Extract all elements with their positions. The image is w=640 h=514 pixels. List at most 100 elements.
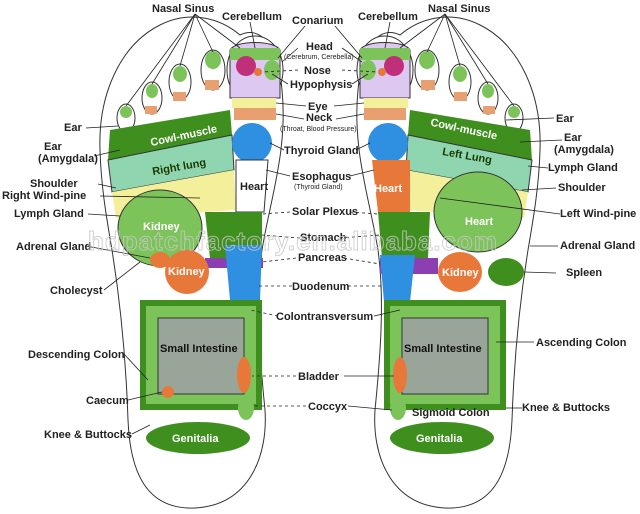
label-right-wind-pine: Right Wind-pine [2, 190, 86, 202]
labels: Nasal Sinus Cerebellum Conarium Cerebell… [2, 3, 636, 441]
label-pancreas: Pancreas [298, 252, 347, 264]
left-duodenum [225, 245, 262, 300]
right-kidney-label: Kidney [442, 267, 480, 279]
right-cerebellum [360, 48, 410, 60]
left-small-intestine-label: Small Intestine [160, 343, 238, 355]
right-brain-dot [384, 56, 404, 76]
left-kidney-small [165, 250, 209, 294]
label-adrenal-gland-right: Adrenal Gland [560, 240, 635, 252]
label-thyroid-gland: Thyroid Gland [284, 145, 359, 157]
left-bladder [237, 357, 251, 393]
right-thyroid [368, 123, 408, 163]
watermark-text: hdpatchfactory.en.alibaba.com [88, 226, 498, 256]
label-shoulder-left: Shoulder [30, 178, 78, 190]
right-cowl-band [408, 110, 532, 160]
left-small-intestine [157, 317, 245, 395]
label-spleen: Spleen [566, 267, 602, 279]
label-head-sub: (Cerebrum, Cerebella) [284, 54, 354, 61]
left-foot: Cowl-muscle Right lung Heart Kidney Kidn… [99, 16, 284, 509]
left-adrenal-dot [150, 252, 170, 268]
right-neck-band [364, 108, 406, 120]
label-nasal-sinus-right: Nasal Sinus [428, 3, 490, 15]
label-descending-colon: Descending Colon [28, 349, 125, 361]
label-adrenal-gland-left: Adrenal Gland [16, 241, 91, 253]
left-cowl-band [108, 110, 232, 160]
label-cerebellum-right: Cerebellum [358, 11, 418, 23]
label-cholecyst: Cholecyst [50, 285, 103, 297]
label-bladder: Bladder [298, 371, 340, 383]
label-hypophysis: Hypophysis [290, 79, 352, 91]
left-eye-band [232, 98, 276, 108]
label-solar-plexus: Solar Plexus [292, 206, 358, 218]
label-knee-buttocks-right: Knee & Buttocks [522, 402, 610, 414]
label-coccyx: Coccyx [308, 401, 348, 413]
label-esophagus-sub: (Thyroid Gland) [294, 184, 343, 191]
right-duodenum [380, 255, 415, 302]
label-lymph-gland-left: Lymph Gland [14, 208, 84, 220]
label-ear-amygdala-right-1: Ear [564, 132, 582, 144]
right-genitalia-label: Genitalia [416, 433, 463, 445]
leader-lines [85, 13, 563, 435]
right-stomach [378, 212, 430, 258]
right-sinus-2 [419, 51, 435, 69]
left-kidney-label: Kidney [143, 221, 181, 233]
right-genitalia [390, 422, 494, 454]
right-bladder [393, 357, 407, 393]
label-ear-amygdala-left-2: (Amygdala) [38, 153, 98, 165]
right-heart-small [372, 160, 410, 212]
label-knee-buttocks-left: Knee & Buttocks [44, 429, 132, 441]
label-neck: Neck [306, 112, 333, 124]
right-eye-2 [421, 80, 435, 90]
left-genitalia-label: Genitalia [172, 433, 219, 445]
right-hypophysis [360, 60, 376, 80]
label-stomach: Stomach [300, 232, 347, 244]
right-small-intestine-label: Small Intestine [404, 343, 482, 355]
right-heart-large-label: Heart [465, 216, 493, 228]
label-conarium: Conarium [292, 15, 344, 27]
right-heart-large [433, 171, 523, 253]
left-thyroid [232, 123, 272, 163]
left-sinus-5 [120, 106, 132, 118]
right-eye-3 [454, 92, 467, 101]
label-cerebellum-left: Cerebellum [222, 11, 282, 23]
left-heart-label: Heart [240, 181, 268, 193]
label-nasal-sinus-left: Nasal Sinus [152, 3, 214, 15]
left-heart [235, 159, 269, 213]
label-ascending-colon: Ascending Colon [536, 337, 627, 349]
left-eye-2 [205, 80, 219, 90]
right-knee [390, 396, 406, 420]
left-cerebellum [230, 48, 280, 60]
label-lymph-gland-right: Lymph Gland [548, 162, 618, 174]
label-ear-amygdala-right-2: (Amygdala) [554, 144, 614, 156]
label-eye: Eye [308, 101, 328, 113]
right-heart-small-label: Heart [374, 183, 402, 195]
right-foot: Cowl-muscle Left Lung Heart Heart Kidney… [356, 16, 541, 509]
right-sinus-4 [482, 84, 494, 98]
left-caecum [162, 386, 174, 398]
label-shoulder-right: Shoulder [558, 182, 606, 194]
right-eye-band [364, 98, 408, 108]
right-spleen [488, 258, 524, 286]
label-ear-amygdala-left-1: Ear [44, 141, 62, 153]
left-kidney2-label: Kidney [168, 266, 206, 278]
right-kidney [438, 252, 482, 292]
label-colontransversum: Colontransversum [276, 311, 373, 323]
left-neck-band [234, 108, 276, 120]
label-caecum: Caecum [86, 395, 129, 407]
label-neck-sub: (Throat, Blood Pressure) [280, 126, 357, 133]
left-sinus-2 [205, 51, 221, 69]
right-sinus-3 [453, 66, 467, 82]
left-ear-4 [145, 106, 157, 114]
label-nose: Nose [304, 65, 331, 77]
left-eye-3 [173, 92, 186, 101]
left-sinus-4 [146, 84, 158, 98]
right-ear-4 [483, 106, 495, 114]
left-hypophysis [264, 60, 280, 80]
label-esophagus: Esophagus [292, 171, 351, 183]
label-left-wind-pine: Left Wind-pine [560, 208, 636, 220]
left-sinus-3 [173, 66, 187, 82]
right-small-intestine [401, 317, 489, 395]
label-ear-right: Ear [556, 113, 574, 125]
